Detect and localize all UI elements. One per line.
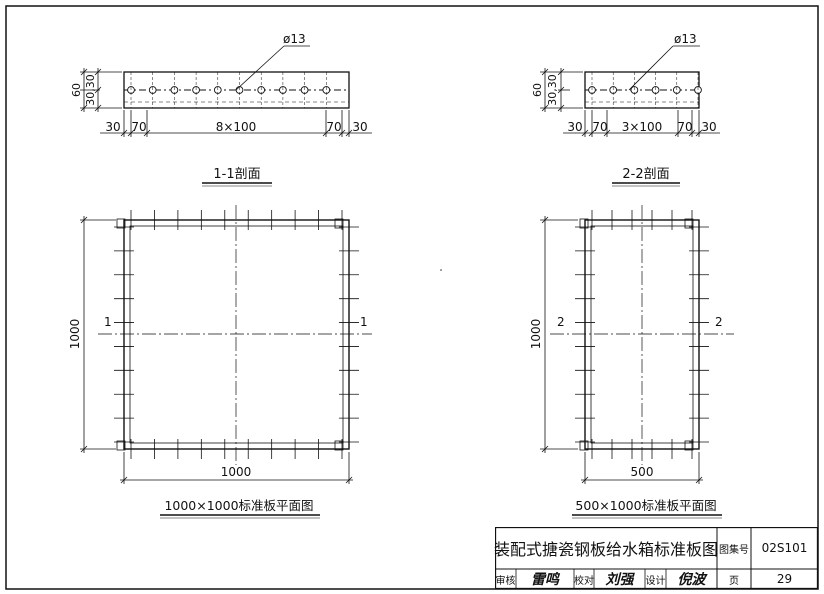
plan-500x1000: 2 2 1000 500 500×1000标准板平面图	[529, 205, 734, 519]
section-2-2-bottom-dims	[563, 110, 720, 137]
section-2-2-hole-label: ø13	[674, 32, 697, 46]
section-1-1-body	[123, 71, 350, 109]
plan-500-dim-lines	[540, 216, 703, 484]
section-2-2-hole-leader	[628, 45, 674, 91]
section-1-1-dim-margin-left: 70	[131, 120, 146, 134]
section-1-1: 60 30,30 30 70 8×100 70 30 ø13 1-1剖面	[70, 32, 372, 187]
sheet-border	[5, 5, 819, 590]
plan-1000-height-dim: 1000	[68, 319, 82, 350]
section-2-2-dim-margin-left: 70	[592, 120, 607, 134]
plan-500-height-dim: 1000	[529, 319, 543, 350]
section-1-1-vertical-dims	[80, 68, 122, 112]
drawing-title: 装配式搪瓷钢板给水箱标准板图	[494, 540, 719, 559]
atlas-label: 图集号	[719, 544, 749, 556]
reviewer-signature: 雷鸣	[531, 572, 559, 588]
section-2-2-dim-total: 60	[531, 83, 544, 97]
page-number: 29	[776, 572, 793, 586]
plan-1000-cut-mark-right: 1	[360, 315, 368, 329]
section-1-1-dim-edge-right: 30	[352, 120, 367, 134]
section-2-2-dim-edge-left: 30	[567, 120, 582, 134]
section-1-1-hole-leader	[235, 45, 285, 91]
plan-1000-dim-lines	[80, 216, 353, 484]
plan-1000-cut-mark-left: 1	[104, 315, 112, 329]
plan-500-cut-mark-right: 2	[715, 315, 723, 329]
check-label: 校对	[574, 575, 594, 587]
section-1-1-dim-split: 30,30	[84, 74, 97, 106]
plan-1000-plate	[116, 218, 350, 451]
section-1-1-holes	[127, 72, 331, 108]
page-label: 页	[729, 575, 739, 587]
plan-500-cut-mark-left: 2	[557, 315, 565, 329]
plan-1000-bolt-ticks	[114, 210, 359, 459]
section-2-2: 60 30,30 30 70 3×100 70 30 ø13 2-2剖面	[531, 32, 720, 187]
plan-500-plate	[579, 218, 700, 451]
plan-500-centerlines	[550, 205, 734, 465]
section-1-1-dim-spacing: 8×100	[216, 120, 257, 134]
review-label: 审核	[495, 575, 516, 587]
section-1-1-dim-margin-right: 70	[326, 120, 341, 134]
section-1-1-bottom-dims	[100, 110, 372, 137]
section-2-2-dim-edge-right: 30	[701, 120, 716, 134]
section-2-2-dim-margin-right: 70	[677, 120, 692, 134]
plan-1000x1000: 1 1 1000 1000 1000×1000标准板平面图	[68, 205, 372, 519]
atlas-number: 02S101	[761, 541, 808, 555]
section-2-2-holes	[588, 72, 702, 108]
title-block: 装配式搪瓷钢板给水箱标准板图 图集号 02S101 审核 雷鸣 校对 刘强 设计…	[494, 527, 818, 589]
designer-signature: 倪波	[677, 572, 706, 588]
section-2-2-title: 2-2剖面	[622, 167, 669, 182]
section-2-2-dim-spacing: 3×100	[622, 120, 663, 134]
plan-1000-centerlines	[98, 205, 372, 465]
plan-500-title: 500×1000标准板平面图	[575, 498, 716, 513]
section-1-1-title: 1-1剖面	[213, 167, 260, 182]
plan-1000-title: 1000×1000标准板平面图	[164, 498, 313, 513]
section-1-1-dim-total: 60	[70, 83, 83, 97]
title-block-grid	[495, 527, 818, 589]
plan-500-width-dim: 500	[631, 465, 654, 479]
section-2-2-vertical-dims	[540, 68, 583, 112]
design-label: 设计	[645, 575, 666, 587]
section-2-2-dim-split: 30,30	[546, 74, 559, 106]
plan-500-bolt-ticks	[575, 210, 709, 459]
checker-signature: 刘强	[605, 572, 634, 588]
speck-mark	[440, 269, 442, 271]
section-1-1-dim-edge-left: 30	[105, 120, 120, 134]
plan-1000-width-dim: 1000	[221, 465, 252, 479]
section-1-1-hole-label: ø13	[283, 32, 306, 46]
